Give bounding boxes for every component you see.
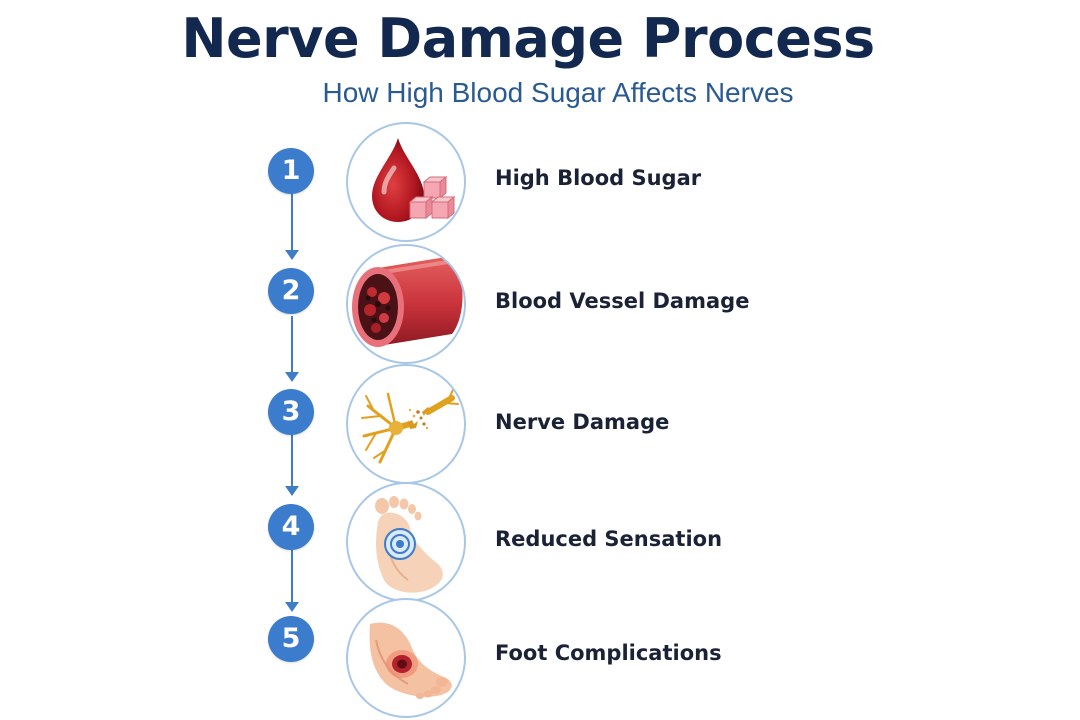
step-label-1: High Blood Sugar <box>495 166 702 190</box>
connector-arrow-1-2 <box>285 250 299 260</box>
step-label-2: Blood Vessel Damage <box>495 289 750 313</box>
step-number-badge-3: 3 <box>268 389 314 435</box>
step-number-badge-1: 1 <box>268 148 314 194</box>
connector-line-2-3 <box>291 316 293 372</box>
step-number-badge-4: 4 <box>268 504 314 550</box>
page-subtitle: How High Blood Sugar Affects Nerves <box>322 77 794 108</box>
connector-arrow-2-3 <box>285 372 299 382</box>
connector-arrow-3-4 <box>285 486 299 496</box>
step-image-3 <box>346 364 466 484</box>
foot-sole-icon <box>375 496 443 593</box>
step-image-4 <box>346 482 466 602</box>
foot-ulcer-icon <box>369 622 452 699</box>
page-title: Nerve Damage Process <box>181 7 875 70</box>
connector-arrow-4-5 <box>285 602 299 612</box>
step-image-1 <box>346 122 466 242</box>
blood-vessel-icon <box>352 256 463 347</box>
broken-nerve-icon <box>361 387 459 464</box>
connector-line-4-5 <box>291 550 293 602</box>
connector-line-3-4 <box>291 434 293 486</box>
step-number-badge-2: 2 <box>268 268 314 314</box>
step-label-4: Reduced Sensation <box>495 527 723 551</box>
connector-line-1-2 <box>291 194 293 250</box>
blood-drop-sugar-cubes-icon <box>372 138 456 222</box>
step-label-3: Nerve Damage <box>495 410 670 434</box>
step-image-2 <box>346 244 466 364</box>
step-label-5: Foot Complications <box>495 641 722 665</box>
step-image-5 <box>346 598 466 718</box>
step-number-badge-5: 5 <box>268 616 314 662</box>
